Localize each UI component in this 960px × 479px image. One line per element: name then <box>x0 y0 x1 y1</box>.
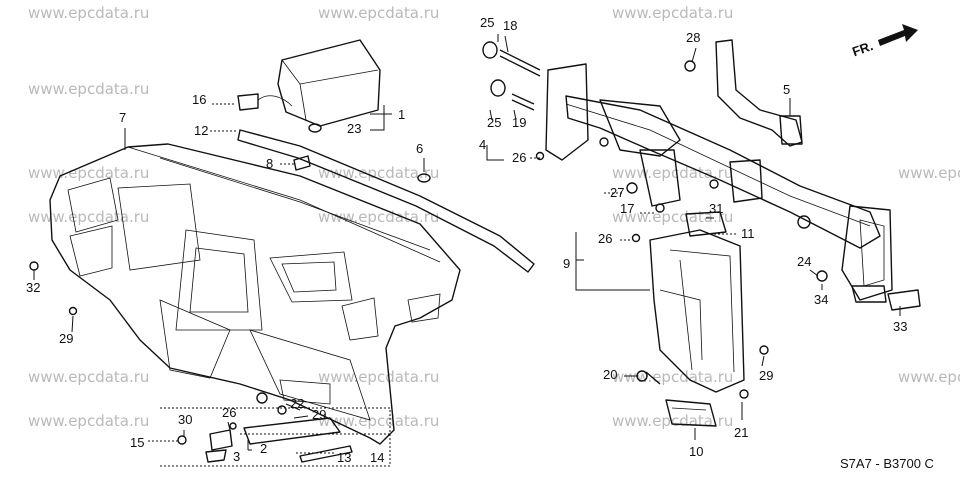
watermark-text: www.epcdata.ru <box>28 80 149 98</box>
leader-line <box>370 105 385 131</box>
figure-code: S7A7 - B3700 C <box>840 456 934 471</box>
leader-line <box>809 269 819 277</box>
callout-23: 23 <box>347 121 361 136</box>
callout-22: 22 <box>290 396 304 411</box>
callout-25: 25 <box>487 115 501 130</box>
leader-line <box>691 47 697 63</box>
callout-17: 17 <box>620 201 634 216</box>
callout-9: 9 <box>563 256 570 271</box>
bolts-drawing <box>482 41 696 243</box>
center-stay-drawing <box>636 229 769 399</box>
callout-19: 19 <box>512 115 526 130</box>
callout-31: 31 <box>709 201 723 216</box>
callout-33: 33 <box>893 319 907 334</box>
leader-line <box>489 109 493 121</box>
leader-line <box>227 421 231 431</box>
leader-line <box>761 355 765 367</box>
watermark-text: www.epcdata.ru <box>898 368 960 386</box>
callout-32: 32 <box>26 280 40 295</box>
dashboard-panel-drawing <box>49 143 461 445</box>
watermark-text: www.epcdata.ru <box>318 208 439 226</box>
leader-line <box>513 109 517 121</box>
callout-27: 27 <box>610 185 624 200</box>
callout-11: 11 <box>741 226 755 241</box>
leader-line <box>486 145 504 161</box>
watermark-layer: www.epcdata.ru www.epcdata.ru www.epcdata.… <box>28 4 960 430</box>
airbag-module-drawing <box>237 39 381 133</box>
callout-8: 8 <box>266 156 273 171</box>
watermark-text: www.epcdata.ru <box>612 368 733 386</box>
callout-4: 4 <box>479 137 486 152</box>
callout-5: 5 <box>783 82 790 97</box>
leader-lines <box>33 34 901 467</box>
watermark-text: www.epcdata.ru <box>318 412 439 430</box>
callout-14: 14 <box>370 450 384 465</box>
callout-18: 18 <box>503 18 517 33</box>
callout-29: 29 <box>759 368 773 383</box>
leader-line <box>575 260 650 291</box>
bracket-10-drawing <box>665 399 717 427</box>
callout-21: 21 <box>734 425 748 440</box>
callout-7: 7 <box>119 110 126 125</box>
bracket-31-drawing <box>685 211 727 237</box>
watermark-text: www.epcdata.ru <box>318 368 439 386</box>
watermark-text: www.epcdata.ru <box>28 4 149 22</box>
watermark-text: www.epcdata.ru <box>318 164 439 182</box>
watermark-text: www.epcdata.ru <box>28 164 149 182</box>
bracket-5-drawing <box>715 39 803 147</box>
callout-10: 10 <box>689 444 703 459</box>
callout-29: 29 <box>312 407 326 422</box>
svg-text:FR.: FR. <box>850 38 875 59</box>
right-side-parts-drawing <box>816 270 921 311</box>
defroster-strip-drawing <box>237 129 535 273</box>
callout-15: 15 <box>130 435 144 450</box>
callout-2: 2 <box>260 441 267 456</box>
watermark-text: www.epcdata.ru <box>612 4 733 22</box>
leader-line <box>71 315 74 333</box>
callout-1: 1 <box>398 107 405 122</box>
callout-28: 28 <box>686 30 700 45</box>
watermark-text: www.epcdata.ru <box>28 368 149 386</box>
callout-26: 26 <box>222 405 236 420</box>
callout-6: 6 <box>416 141 423 156</box>
watermark-text: www.epcdata.ru <box>318 4 439 22</box>
callout-29: 29 <box>59 331 73 346</box>
lower-bracket-drawing <box>177 392 353 463</box>
leader-line <box>293 415 309 419</box>
watermark-text: www.epcdata.ru <box>28 412 149 430</box>
callout-25: 25 <box>480 15 494 30</box>
callout-24: 24 <box>797 254 811 269</box>
watermark-text: www.epcdata.ru <box>28 208 149 226</box>
callout-26: 26 <box>598 231 612 246</box>
callout-26: 26 <box>512 150 526 165</box>
callout-34: 34 <box>814 292 828 307</box>
watermark-text: www.epcdata.ru <box>898 164 960 182</box>
front-direction-arrow: FR. <box>850 24 918 59</box>
steering-hanger-beam-drawing <box>545 63 893 301</box>
callout-20: 20 <box>603 367 617 382</box>
leader-line <box>504 35 509 53</box>
callout-30: 30 <box>178 412 192 427</box>
callout-3: 3 <box>233 449 240 464</box>
callout-16: 16 <box>192 92 206 107</box>
callout-13: 13 <box>337 450 351 465</box>
callout-12: 12 <box>194 123 208 138</box>
leader-line <box>285 403 301 411</box>
watermark-text: www.epcdata.ru <box>612 164 733 182</box>
